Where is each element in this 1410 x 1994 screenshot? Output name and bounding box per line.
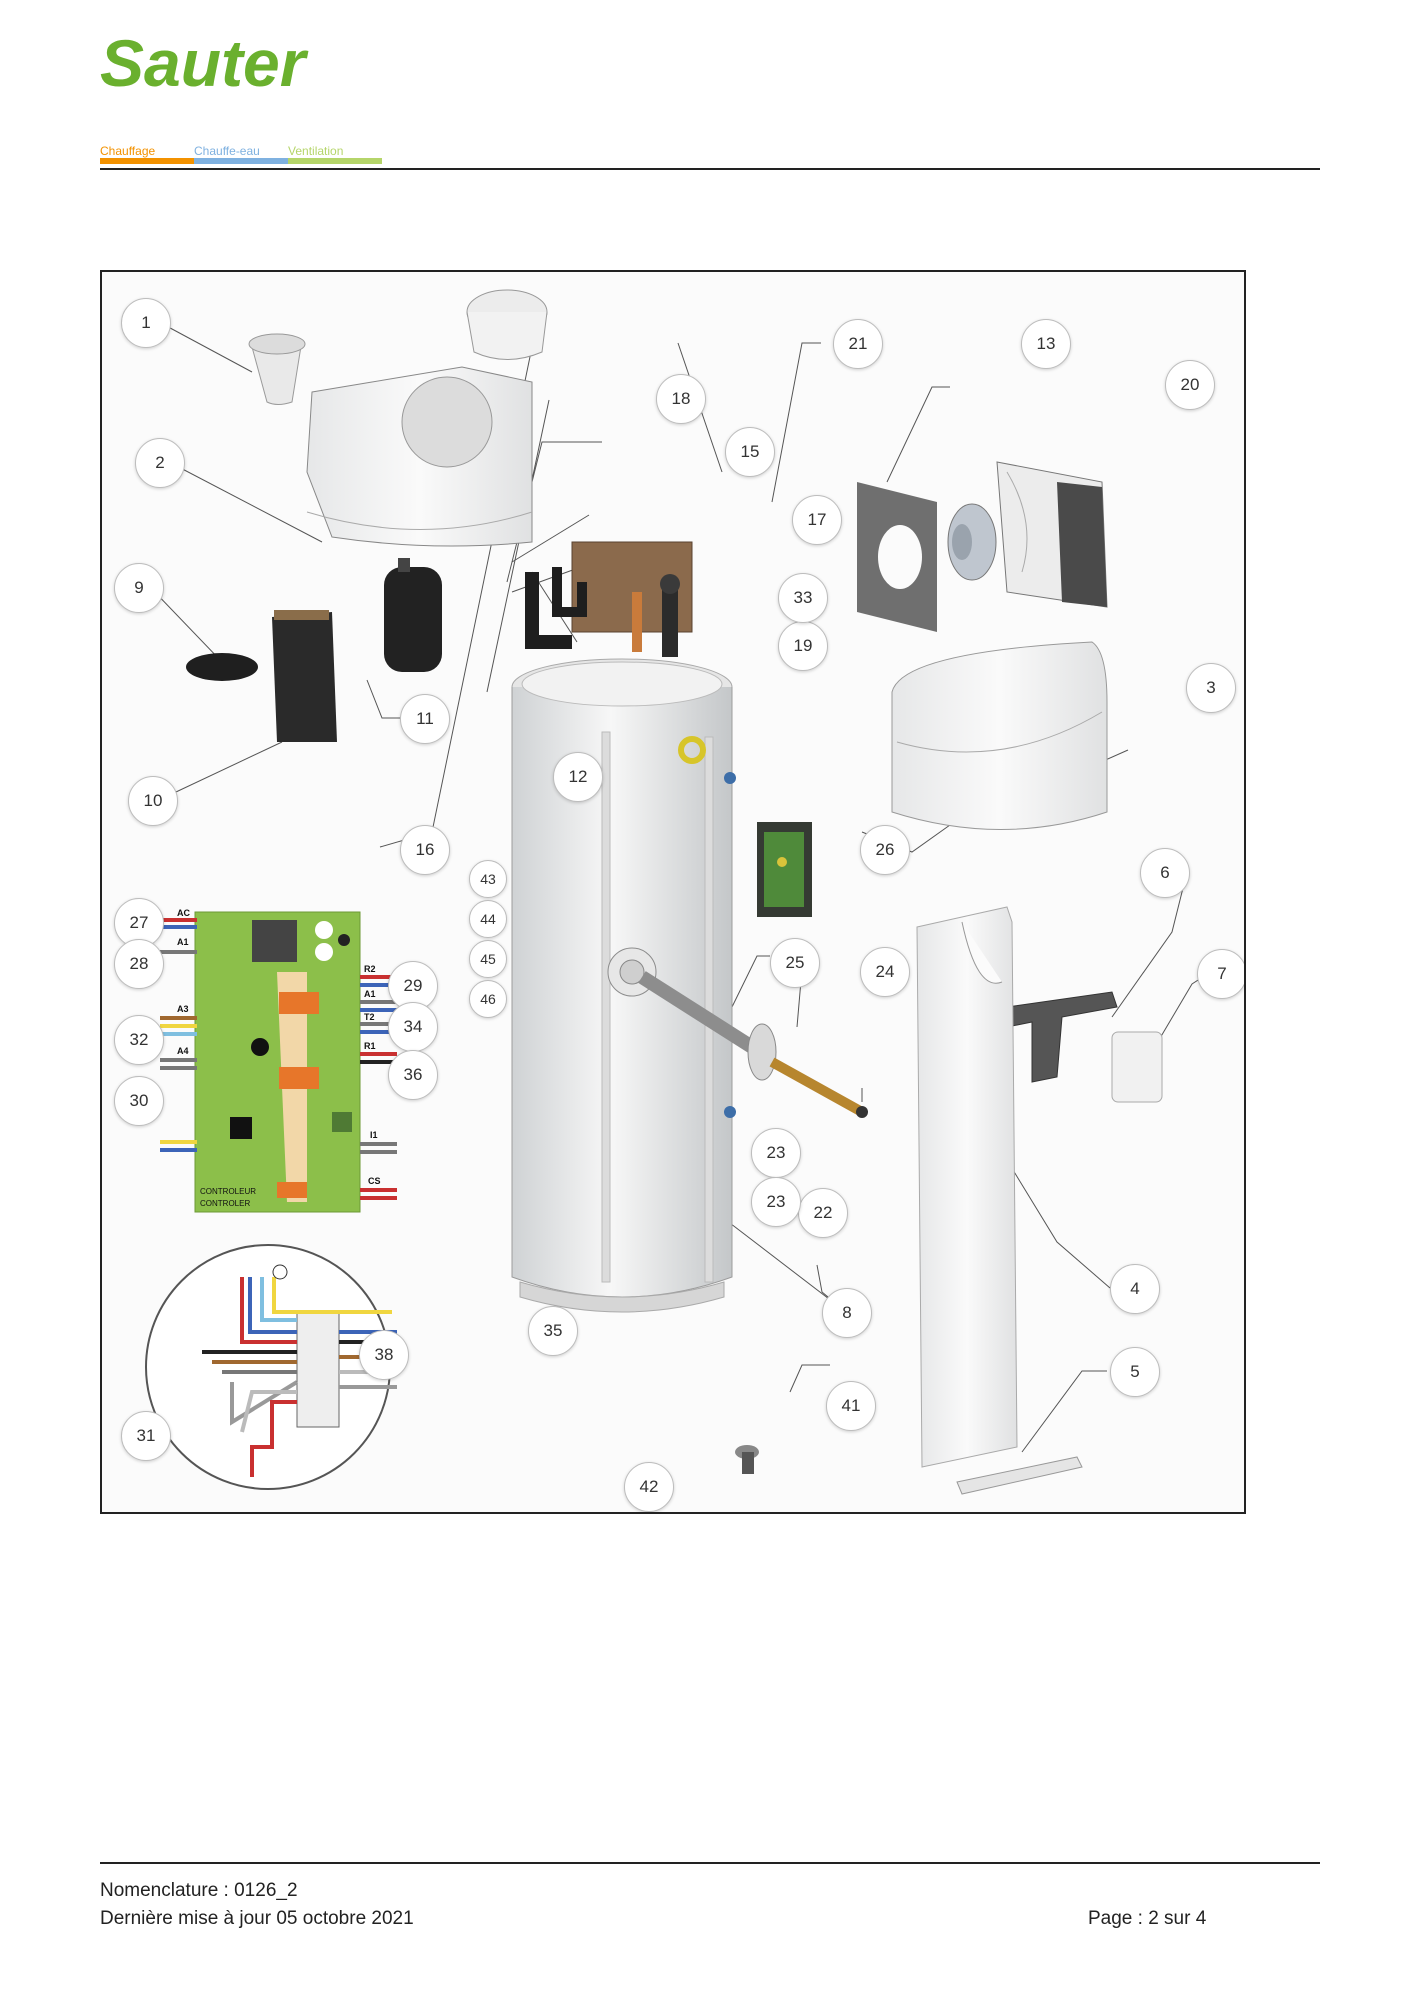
ctrl-label-a1-left: A1: [177, 937, 189, 947]
logo-text: Sauter: [100, 28, 309, 98]
callout-24: 24: [860, 947, 910, 997]
callout-36: 36: [388, 1050, 438, 1100]
callout-2: 2: [135, 438, 185, 488]
part-circuit-board: [757, 822, 812, 917]
ctrl-label-r1: R1: [364, 1041, 376, 1051]
callout-15: 15: [725, 427, 775, 477]
part-elbow-duct: [248, 333, 306, 405]
part-cover-plate: [1111, 1031, 1163, 1103]
callout-6: 6: [1140, 848, 1190, 898]
callout-20: 20: [1165, 360, 1215, 410]
footer-divider: [100, 1862, 1320, 1864]
exploded-parts-diagram: AC A1 A3 A4 R2 A1 T2 R1 I1 CS CONTROLEUR…: [100, 270, 1246, 1514]
ctrl-label-a4: A4: [177, 1046, 189, 1056]
footer-last-updated: Dernière mise à jour 05 octobre 2021: [100, 1908, 414, 1929]
callout-26: 26: [860, 825, 910, 875]
ctrl-label-ac: AC: [177, 908, 190, 918]
ctrl-label-r2: R2: [364, 964, 376, 974]
callout-23a: 23: [751, 1128, 801, 1178]
callout-28: 28: [114, 939, 164, 989]
callout-19: 19: [778, 621, 828, 671]
callout-35: 35: [528, 1306, 578, 1356]
part-fan-housing: [272, 610, 337, 742]
callout-18: 18: [656, 374, 706, 424]
callout-32: 32: [114, 1015, 164, 1065]
callout-33: 33: [778, 573, 828, 623]
category-bar-chauffage: [100, 158, 194, 164]
part-fan-wheel: [947, 503, 997, 581]
page-header: Sauter Chauffage Chauffe-eau Ventilation: [100, 28, 1320, 170]
callout-42: 42: [624, 1462, 674, 1512]
callout-11: 11: [400, 694, 450, 744]
ctrl-caption-fr: CONTROLEUR: [200, 1187, 256, 1196]
part-compressor: [384, 558, 442, 672]
ctrl-caption-en: CONTROLER: [200, 1199, 250, 1208]
callout-45: 45: [469, 940, 507, 978]
category-bar-chauffe-eau: [194, 158, 288, 164]
ctrl-label-t2: T2: [364, 1012, 375, 1022]
part-front-panel: [916, 906, 1018, 1468]
part-heat-pump-module: [525, 541, 693, 657]
part-bottom-trim: [956, 1456, 1083, 1495]
callout-23b: 23: [751, 1177, 801, 1227]
callout-8: 8: [822, 1288, 872, 1338]
part-handle: [1006, 991, 1118, 1083]
part-top-cover: [891, 641, 1108, 830]
callout-12: 12: [553, 752, 603, 802]
part-duct-ring: [466, 289, 548, 360]
terminal-block-detail: [145, 1244, 397, 1490]
category-ventilation: Ventilation: [288, 144, 344, 158]
ctrl-label-i1: I1: [370, 1130, 378, 1140]
footer-nomenclature: Nomenclature : 0126_2: [100, 1880, 298, 1901]
callout-5: 5: [1110, 1347, 1160, 1397]
callout-41: 41: [826, 1381, 876, 1431]
part-fan-frame: [857, 482, 937, 632]
callout-10: 10: [128, 776, 178, 826]
callout-34: 34: [388, 1002, 438, 1052]
callout-30: 30: [114, 1076, 164, 1126]
sauter-logo: Sauter: [100, 28, 309, 98]
part-upper-housing: [306, 366, 533, 547]
callout-44: 44: [469, 900, 507, 938]
header-divider: [100, 168, 1320, 170]
callout-38: 38: [359, 1330, 409, 1380]
footer-page-number: Page : 2 sur 4: [1088, 1908, 1207, 1929]
callout-43: 43: [469, 860, 507, 898]
callout-9: 9: [114, 563, 164, 613]
part-heating-element: [607, 947, 868, 1118]
part-fan-volute: [996, 461, 1108, 608]
ctrl-label-a1-right: A1: [364, 989, 376, 999]
parts-illustration: AC A1 A3 A4 R2 A1 T2 R1 I1 CS CONTROLEUR…: [145, 289, 1210, 1495]
category-chauffage: Chauffage: [100, 144, 156, 158]
category-bar-ventilation: [288, 158, 382, 164]
callout-16: 16: [400, 825, 450, 875]
part-fitting: [735, 1445, 759, 1474]
ctrl-label-a3: A3: [177, 1004, 189, 1014]
callout-3: 3: [1186, 663, 1236, 713]
callout-7: 7: [1197, 949, 1244, 999]
callout-46: 46: [469, 980, 507, 1018]
callout-21: 21: [833, 319, 883, 369]
callout-22: 22: [798, 1188, 848, 1238]
part-gasket: [186, 653, 258, 681]
category-chauffe-eau: Chauffe-eau: [194, 144, 260, 158]
callout-25: 25: [770, 938, 820, 988]
controller-board: AC A1 A3 A4 R2 A1 T2 R1 I1 CS CONTROLEUR…: [160, 908, 397, 1213]
callout-31: 31: [121, 1411, 171, 1461]
callout-13: 13: [1021, 319, 1071, 369]
callout-1: 1: [121, 298, 171, 348]
ctrl-label-cs: CS: [368, 1176, 381, 1186]
callout-4: 4: [1110, 1264, 1160, 1314]
callout-17: 17: [792, 495, 842, 545]
